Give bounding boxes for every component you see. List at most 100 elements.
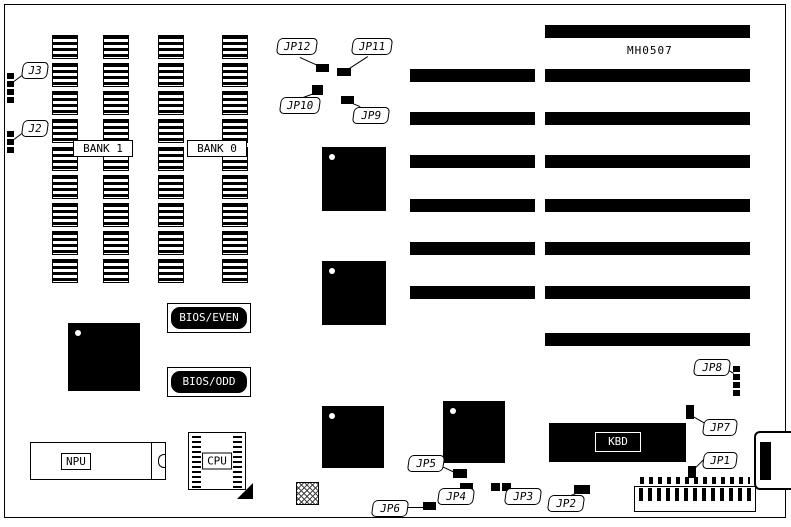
jp6-jumper: [423, 502, 436, 510]
isa-slot-long: [545, 155, 750, 168]
keyboard-din-slot: [760, 442, 771, 480]
ram-chip: [103, 91, 129, 115]
jp4-jumper: [460, 483, 473, 491]
bottom-header-pin: [666, 488, 670, 501]
ram-chip: [158, 203, 184, 227]
bios-even-chip: BIOS/EVEN: [167, 303, 251, 333]
jp1-label: JP1: [701, 452, 739, 469]
ram-chip: [158, 63, 184, 87]
isa-slot-long: [545, 112, 750, 125]
ram-chip: [222, 231, 248, 255]
jp9-jumper: [341, 96, 354, 104]
j3-pin: [7, 73, 14, 79]
bottom-header-pin: [693, 488, 697, 501]
isa-slot-short: [410, 242, 535, 255]
isa-slot-long: [545, 242, 750, 255]
isa-slot-short: [410, 199, 535, 212]
bottom-header-pin: [684, 488, 688, 501]
jp3-label: JP3: [503, 488, 543, 505]
bottom-header-pin: [747, 488, 751, 501]
crystal-component: [296, 482, 319, 505]
jp8-pin: [733, 366, 740, 372]
isa-slot-short: [410, 286, 535, 299]
bottom-header-pin: [702, 488, 706, 501]
jp10-label: JP10: [278, 97, 322, 114]
jp9-label: JP9: [351, 107, 391, 124]
isa-slot-long: [545, 333, 750, 346]
jp11-label: JP11: [350, 38, 394, 55]
ram-chip: [222, 175, 248, 199]
ram-chip: [222, 63, 248, 87]
j3-pin: [7, 97, 14, 103]
npu-label: NPU: [61, 453, 91, 470]
jp5-jumper: [453, 469, 467, 478]
bottom-header-pin: [711, 488, 715, 501]
isa-slot-long: [545, 25, 750, 38]
isa-slot-long: [545, 286, 750, 299]
ram-chip: [222, 91, 248, 115]
jp3-jumper-a: [491, 483, 500, 491]
qfp-chip-bottom-left: [322, 406, 384, 468]
ram-chip: [222, 203, 248, 227]
bank0-label: BANK 0: [187, 140, 247, 157]
bottom-header-pin: [648, 488, 652, 501]
bios-odd-chip: BIOS/ODD: [167, 367, 251, 397]
jp12-label: JP12: [275, 38, 319, 55]
bottom-header-pin: [720, 488, 724, 501]
npu-socket-divider: [151, 443, 152, 479]
diagram-border: [4, 4, 786, 518]
j2-pin: [7, 147, 14, 153]
isa-slot-long: [545, 199, 750, 212]
bank1-label: BANK 1: [73, 140, 133, 157]
ram-chip: [52, 175, 78, 199]
jp2-label: JP2: [546, 495, 586, 512]
qfp-chip-top: [322, 147, 386, 211]
jp6-label: JP6: [370, 500, 410, 517]
bottom-header-pin: [657, 488, 661, 501]
plcc-chip: [68, 323, 140, 391]
ram-chip: [158, 119, 184, 143]
jp8-pin: [733, 390, 740, 396]
bottom-header-pin: [738, 488, 742, 501]
qfp-chip-bottom-right: [443, 401, 505, 463]
isa-slot-short: [410, 69, 535, 82]
header-pin-row: [640, 477, 750, 484]
kbd-chip: KBD: [549, 423, 686, 462]
j2-label: J2: [20, 120, 50, 137]
bottom-header-pin: [729, 488, 733, 501]
ram-chip: [158, 175, 184, 199]
ram-chip: [52, 203, 78, 227]
jp12-jumper: [316, 64, 329, 72]
jp8-label: JP8: [692, 359, 732, 376]
jp1-jumper: [688, 466, 696, 478]
npu-socket: NPU: [30, 442, 166, 480]
ram-chip: [103, 63, 129, 87]
bottom-header-pin: [675, 488, 679, 501]
ram-chip: [222, 35, 248, 59]
ram-chip: [52, 91, 78, 115]
ram-chip: [158, 231, 184, 255]
bottom-header-pin: [639, 488, 643, 501]
jp8-pin: [733, 374, 740, 380]
bios-even-label: BIOS/EVEN: [171, 307, 247, 329]
bios-odd-label: BIOS/ODD: [171, 371, 247, 393]
j3-label: J3: [20, 62, 50, 79]
ram-chip: [52, 259, 78, 283]
cpu-corner-fold: [237, 483, 253, 499]
cpu-label: CPU: [202, 452, 232, 470]
cpu-pin-row-left: [192, 436, 201, 488]
ram-chip: [52, 63, 78, 87]
qfp-chip-middle: [322, 261, 386, 325]
isa-slot-long: [545, 69, 750, 82]
isa-slot-short: [410, 155, 535, 168]
ram-chip: [158, 35, 184, 59]
ram-chip: [103, 203, 129, 227]
ram-chip: [52, 231, 78, 255]
ram-chip: [103, 231, 129, 255]
jp10-jumper: [312, 85, 323, 95]
ram-chip: [52, 119, 78, 143]
jp2-jumper: [574, 485, 590, 494]
jp8-pin: [733, 382, 740, 388]
cpu-socket: CPU: [188, 432, 253, 499]
